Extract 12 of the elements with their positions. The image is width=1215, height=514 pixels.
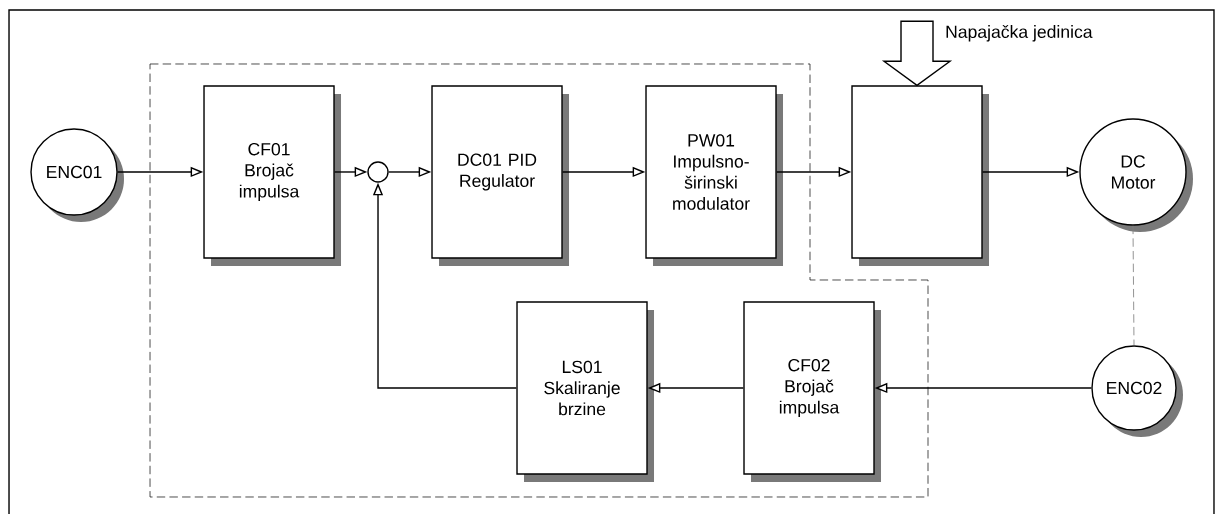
block-box: CF01 Brojač impulsa <box>203 85 341 266</box>
circle-node: DC Motor <box>1079 118 1193 232</box>
block-box: LS01 Skaliranje brzine <box>516 301 654 482</box>
block-arrow <box>881 20 953 87</box>
edge-label: Napajačka jedinica <box>946 25 1093 42</box>
connector-line <box>1132 225 1135 346</box>
circle-node: ENC02 <box>1091 345 1183 437</box>
circle-node: ENC01 <box>30 128 124 222</box>
block-box <box>851 85 989 266</box>
block-box: DC01 PID Regulator <box>431 85 569 266</box>
block-box: CF02 Brojač impulsa <box>743 301 881 482</box>
block-box: PW01 Impulsno-širinski modulator <box>645 85 783 266</box>
